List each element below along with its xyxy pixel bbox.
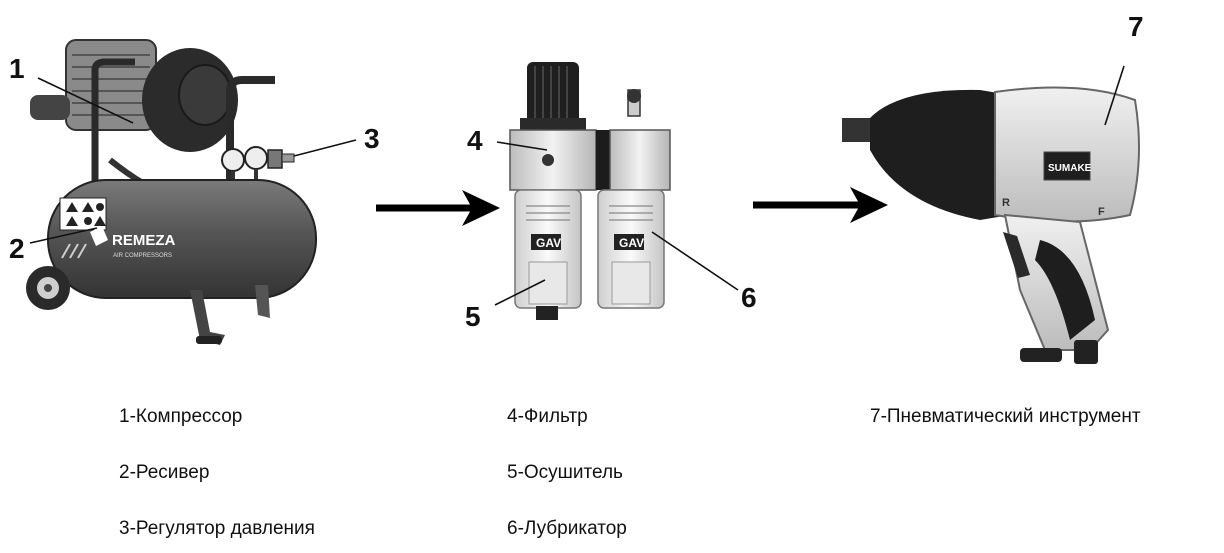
handle-frame-right (226, 76, 275, 200)
impact-wrench-illustration: SUMAKE R F 7 (842, 11, 1144, 364)
legend-item-receiver: 2-Ресивер (119, 462, 210, 483)
callout-line-7 (1104, 65, 1125, 126)
anvil (842, 118, 872, 142)
compressor-illustration: REMEZA AIR COMPRESSORS 1 2 3 (9, 39, 380, 345)
callout-4: 4 (467, 125, 483, 156)
compressor-brand: REMEZA (112, 232, 176, 249)
trigger (1003, 232, 1030, 278)
callout-line-1 (37, 77, 134, 124)
wrench-nose (870, 89, 1010, 220)
callout-line-5 (494, 279, 546, 306)
callout-6: 6 (741, 282, 757, 313)
frl-brand-right: GAV (619, 236, 644, 250)
filter-lubricator-unit: GAV GAV 4 5 6 (465, 62, 757, 332)
legend-item-pneumatic-tool: 7-Пневматический инструмент (870, 406, 1141, 427)
compressor-logo: REMEZA AIR COMPRESSORS (90, 226, 176, 259)
pressure-gauge-icon (244, 146, 268, 170)
pump-head (65, 39, 157, 131)
legend-item-compressor: 1-Компрессор (119, 406, 243, 427)
callout-2: 2 (9, 233, 25, 264)
callout-7: 7 (1128, 11, 1144, 42)
lubricator-body (609, 129, 671, 191)
legend-item-dryer: 5-Осушитель (507, 462, 623, 483)
callout-line-3 (293, 139, 357, 157)
wrench-brand: SUMAKE (1048, 163, 1092, 174)
handle-frame-left (91, 58, 135, 190)
callout-line-4 (496, 141, 548, 151)
legend-item-lubricator: 6-Лубрикатор (507, 518, 627, 539)
callout-line-6 (651, 231, 739, 291)
callout-line-2 (29, 227, 98, 244)
forward-label: F (1098, 206, 1105, 218)
warning-sticker-icon (59, 197, 107, 231)
legend-item-filter: 4-Фильтр (507, 406, 588, 427)
legend-item-pressure-regulator: 3-Регулятор давления (119, 518, 315, 539)
callout-5: 5 (465, 301, 481, 332)
callout-1: 1 (9, 53, 25, 84)
compressor-subbrand: AIR COMPRESSORS (113, 253, 172, 259)
frl-brand-left: GAV (536, 236, 561, 250)
flow-arrow-icon (753, 187, 888, 223)
pressure-gauge-icon (221, 148, 245, 172)
callout-3: 3 (364, 123, 380, 154)
air-intake (30, 95, 70, 120)
handle-grip (1035, 240, 1095, 340)
reverse-label: R (1002, 197, 1010, 209)
flow-arrow-icon (376, 190, 500, 226)
